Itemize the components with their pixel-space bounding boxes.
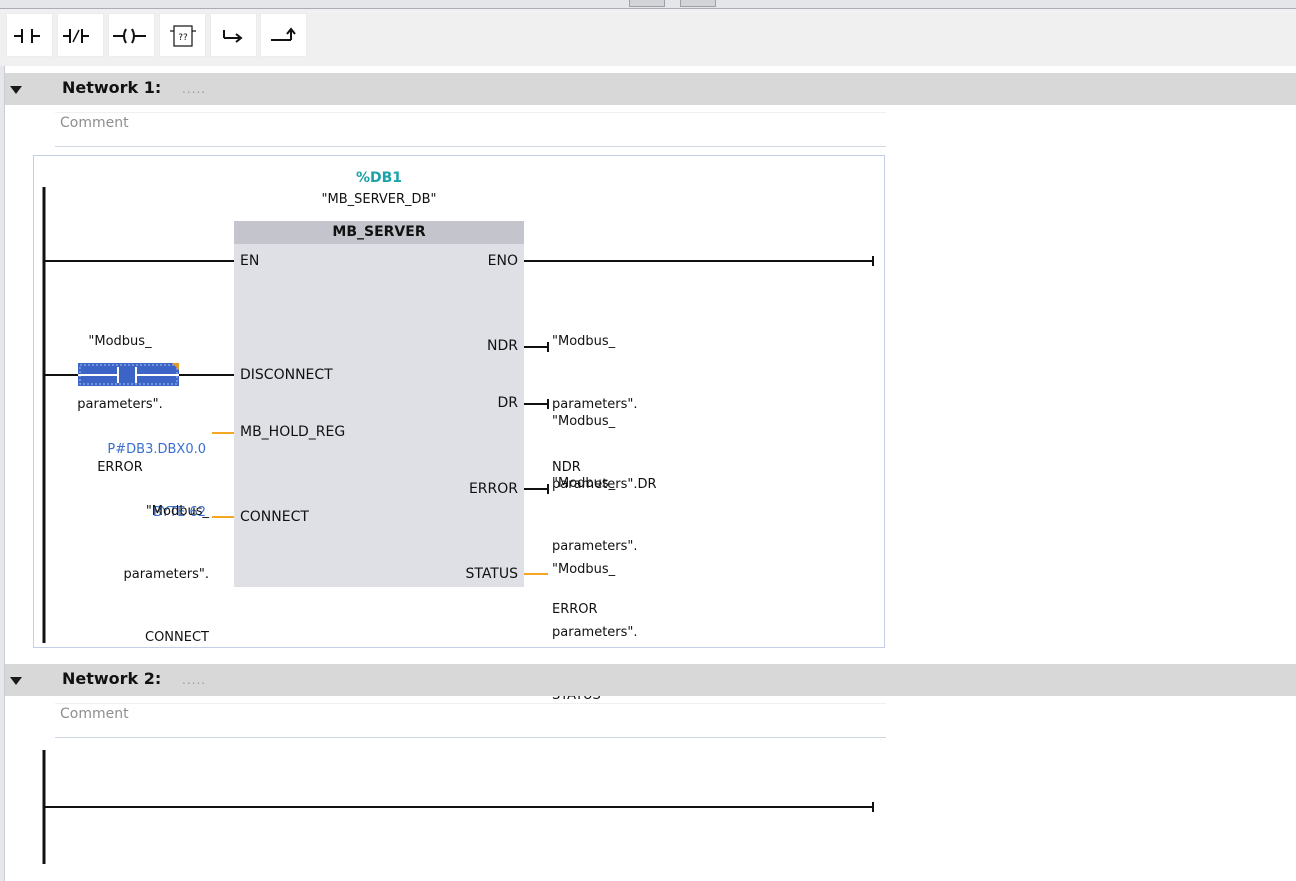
operand-line: "Modbus_ xyxy=(88,334,152,349)
operand-mb-hold-reg[interactable]: P#DB3.DBX0.0 BYTE 62 xyxy=(60,397,206,544)
operand-line: BYTE 62 xyxy=(153,505,206,520)
collapse-network-1-icon[interactable] xyxy=(10,86,22,94)
empty-box-icon: ?? xyxy=(170,25,196,47)
operand-ndr[interactable]: "Modbus_ parameters". NDR xyxy=(552,289,638,499)
pin-eno: ENO xyxy=(487,253,518,269)
empty-box-glyph: ?? xyxy=(178,33,188,43)
network-1-ladder-area[interactable] xyxy=(33,155,885,648)
pin-mb-hold-reg: MB_HOLD_REG xyxy=(240,424,346,440)
instance-db-name[interactable]: "MB_SERVER_DB" xyxy=(321,192,437,207)
network-2-title: Network 2: xyxy=(62,669,162,688)
operand-disconnect[interactable]: "Modbus_ parameters". ERROR xyxy=(60,289,180,499)
operand-dr[interactable]: "Modbus_ parameters".DR xyxy=(552,369,657,516)
mb-server-block[interactable] xyxy=(234,221,524,587)
network-2-comment-placeholder: Comment xyxy=(60,706,129,722)
insert-empty-box-button[interactable]: ?? xyxy=(159,13,206,57)
network-1-header[interactable] xyxy=(5,73,1296,105)
network-2-header[interactable] xyxy=(5,664,1296,696)
operand-line: "Modbus_ xyxy=(552,334,616,349)
pin-dr: DR xyxy=(497,395,518,411)
operand-line: ERROR xyxy=(97,460,143,475)
network-2-title-field[interactable]: ..... xyxy=(182,673,207,687)
operand-line: parameters". xyxy=(77,397,163,412)
insert-coil-button[interactable] xyxy=(108,13,155,57)
network-2-comment-field[interactable] xyxy=(55,703,886,738)
network-1-comment-placeholder: Comment xyxy=(60,115,129,131)
operand-line: ERROR xyxy=(552,602,598,617)
network-2-ladder-area[interactable] xyxy=(0,740,900,881)
pin-en: EN xyxy=(240,253,260,269)
pin-status: STATUS xyxy=(465,566,518,582)
operand-line: CONNECT xyxy=(145,630,209,645)
operand-line: "Modbus_ xyxy=(145,504,209,519)
instance-db-address[interactable]: %DB1 xyxy=(355,170,403,186)
open-branch-icon xyxy=(223,30,243,43)
operand-line: P#DB3.DBX0.0 xyxy=(107,442,206,457)
operand-line: parameters". xyxy=(552,625,638,640)
close-branch-button[interactable] xyxy=(260,13,307,57)
disconnect-contact[interactable] xyxy=(78,363,180,387)
pin-disconnect: DISCONNECT xyxy=(240,367,333,383)
operand-line: parameters". xyxy=(123,567,209,582)
operand-line: parameters". xyxy=(552,397,638,412)
operand-line: parameters". xyxy=(552,539,638,554)
operand-line: NDR xyxy=(552,460,581,475)
network-1-title-field[interactable]: ..... xyxy=(182,82,207,96)
close-branch-icon xyxy=(271,27,296,41)
insert-no-contact-button[interactable] xyxy=(6,13,53,57)
operand-line: "Modbus_ xyxy=(552,476,616,491)
pin-ndr: NDR xyxy=(487,338,518,354)
normally-closed-contact-icon xyxy=(63,29,89,43)
operand-error[interactable]: "Modbus_ parameters". ERROR xyxy=(552,431,638,641)
pin-error: ERROR xyxy=(468,481,518,497)
network-1-title: Network 1: xyxy=(62,78,162,97)
operand-line: "Modbus_ xyxy=(552,562,616,577)
mb-server-block-title: MB_SERVER xyxy=(234,221,524,244)
collapse-network-2-icon[interactable] xyxy=(10,677,22,685)
coil-icon xyxy=(113,28,146,44)
network-1-comment-field[interactable] xyxy=(55,112,886,147)
operand-connect[interactable]: "Modbus_ parameters". CONNECT xyxy=(60,459,209,669)
normally-open-contact-icon xyxy=(14,29,40,43)
pin-connect: CONNECT xyxy=(240,509,309,525)
editor-left-margin xyxy=(0,66,5,881)
operand-line: "Modbus_ xyxy=(552,414,616,429)
open-branch-button[interactable] xyxy=(210,13,257,57)
insert-nc-contact-button[interactable] xyxy=(57,13,104,57)
operand-line: parameters".DR xyxy=(552,477,657,492)
